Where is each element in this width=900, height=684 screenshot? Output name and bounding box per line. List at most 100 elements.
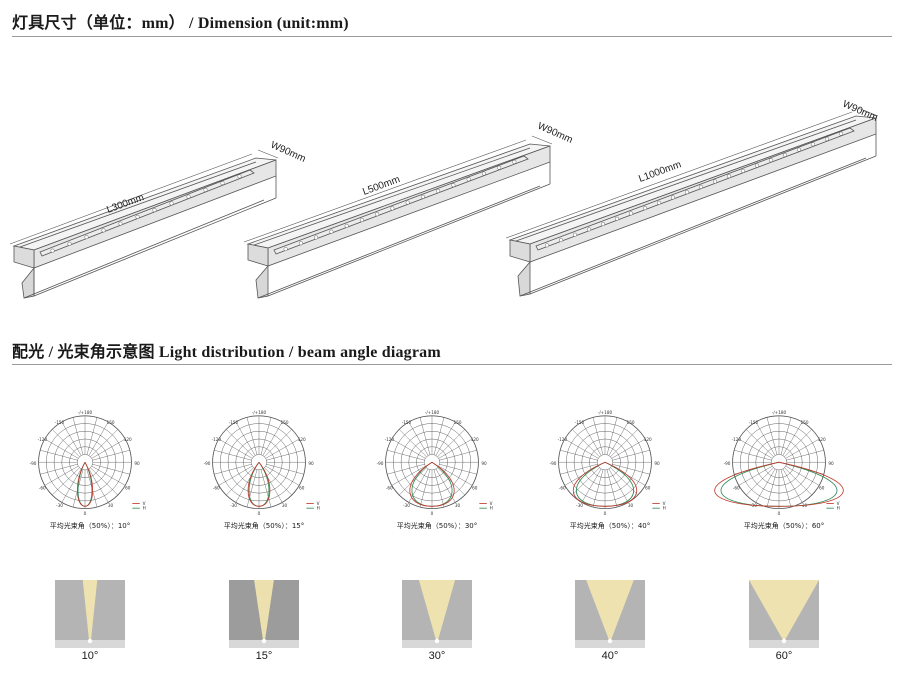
- light-source: [607, 638, 613, 644]
- light-source: [87, 638, 93, 644]
- legend-label: V: [490, 501, 493, 506]
- polar-tick-label: 0: [84, 511, 87, 516]
- polar-tick-label: -60: [213, 486, 220, 491]
- polar-tick-label: 120: [471, 437, 479, 442]
- led-dot: [544, 243, 550, 248]
- polar-tick-label: 60: [819, 486, 825, 491]
- legend-label: V: [837, 501, 840, 506]
- led-dot: [740, 168, 746, 173]
- led-dot: [314, 235, 319, 240]
- polar-spoke: [746, 467, 774, 496]
- polar-spoke: [391, 438, 426, 459]
- polar-tick-label: 150: [281, 420, 289, 425]
- led-dot: [203, 187, 208, 192]
- led-dot: [586, 227, 592, 232]
- beam-cone: [254, 580, 274, 640]
- led-dot: [390, 206, 395, 211]
- polar-tick-label: -150: [402, 420, 412, 425]
- polar-spoke: [218, 438, 253, 459]
- polar-beam-curve: [409, 461, 455, 507]
- beam-image: [55, 580, 125, 648]
- beam-angle-label: 60°: [775, 650, 793, 662]
- polar-spoke: [399, 429, 427, 457]
- beam-floor: [229, 640, 299, 648]
- polar-spoke: [40, 464, 78, 475]
- led-dot: [642, 206, 648, 211]
- led-dot: [135, 214, 140, 219]
- polar-spoke: [246, 417, 258, 455]
- polar-spoke: [782, 421, 803, 456]
- polar-tick-label: 0: [431, 511, 434, 516]
- polar-tick-label: 60: [299, 486, 305, 491]
- led-dot: [420, 194, 425, 199]
- polar-spoke: [608, 421, 629, 456]
- polar-tick-label: 150: [107, 420, 115, 425]
- polar-spoke: [439, 449, 477, 461]
- polar-tick-label: -/+180: [425, 410, 440, 415]
- polar-spoke: [581, 468, 602, 503]
- led-dot: [67, 241, 72, 246]
- polar-tick-label: 60: [472, 486, 478, 491]
- polar-spoke: [606, 469, 618, 508]
- polar-spoke: [387, 464, 425, 475]
- polar-spoke: [439, 464, 477, 475]
- polar-spoke: [592, 417, 604, 455]
- polar-spoke: [610, 467, 638, 496]
- beam-angle-caption: 平均光束角（50%）：15°: [223, 522, 305, 530]
- polar-tick-label: -/+180: [772, 410, 787, 415]
- polar-tick-label: -150: [575, 420, 585, 425]
- fixture-drawings: L300mm W90mm L500mm W90mm L1000mm W90mm: [9, 99, 879, 299]
- led-dot: [169, 201, 174, 206]
- polar-spoke: [88, 468, 109, 503]
- polar-tick-label: -/+180: [78, 410, 93, 415]
- polar-spoke: [560, 464, 598, 475]
- polar-tick-label: 90: [481, 461, 487, 466]
- polar-tick-label: 90: [654, 461, 660, 466]
- polar-tick-label: -30: [576, 503, 583, 508]
- polar-spoke: [612, 464, 650, 475]
- led-dot: [344, 223, 349, 228]
- polar-spoke: [61, 468, 82, 503]
- led-dot: [186, 194, 191, 199]
- legend-label: H: [837, 506, 840, 511]
- polar-tick-label: -120: [38, 437, 48, 442]
- polar-tick-label: -60: [559, 486, 566, 491]
- polar-tick-label: 0: [258, 511, 261, 516]
- legend-label: V: [663, 501, 666, 506]
- polar-spoke: [785, 438, 820, 459]
- polar-tick-label: 0: [604, 511, 607, 516]
- polar-spoke: [755, 421, 776, 456]
- polar-spoke: [214, 449, 252, 461]
- led-dot: [656, 200, 662, 205]
- polar-tick-label: 30: [455, 503, 461, 508]
- beam-angle-caption: 平均光束角（50%）：30°: [396, 522, 478, 530]
- polar-spoke: [61, 421, 82, 456]
- polar-spoke: [391, 465, 426, 486]
- polar-tick-label: -90: [377, 461, 384, 466]
- led-dot: [768, 158, 774, 163]
- polar-tick-label: 30: [282, 503, 288, 508]
- polar-spoke: [784, 467, 812, 496]
- polar-spoke: [782, 468, 803, 503]
- polar-tick-label: -30: [403, 503, 410, 508]
- polar-tick-label: 60: [125, 486, 131, 491]
- polar-spoke: [408, 421, 429, 456]
- polar-tick-label: 150: [627, 420, 635, 425]
- polar-tick-label: 30: [108, 503, 114, 508]
- led-dot: [329, 229, 334, 234]
- polar-tick-label: -60: [386, 486, 393, 491]
- led-dot: [481, 171, 486, 176]
- polar-beam-curve: [77, 462, 93, 507]
- beam-floor: [575, 640, 645, 648]
- polar-tick-label: -90: [724, 461, 731, 466]
- polar-spoke: [606, 417, 618, 455]
- legend-label: H: [490, 506, 493, 511]
- polar-spoke: [265, 465, 300, 486]
- polar-tick-label: -60: [733, 486, 740, 491]
- polar-spoke: [264, 429, 292, 457]
- polar-spoke: [86, 417, 98, 455]
- beam-angle-caption: 平均光束角（50%）：10°: [49, 522, 131, 530]
- beam-image: [749, 580, 819, 648]
- polar-spoke: [438, 465, 473, 486]
